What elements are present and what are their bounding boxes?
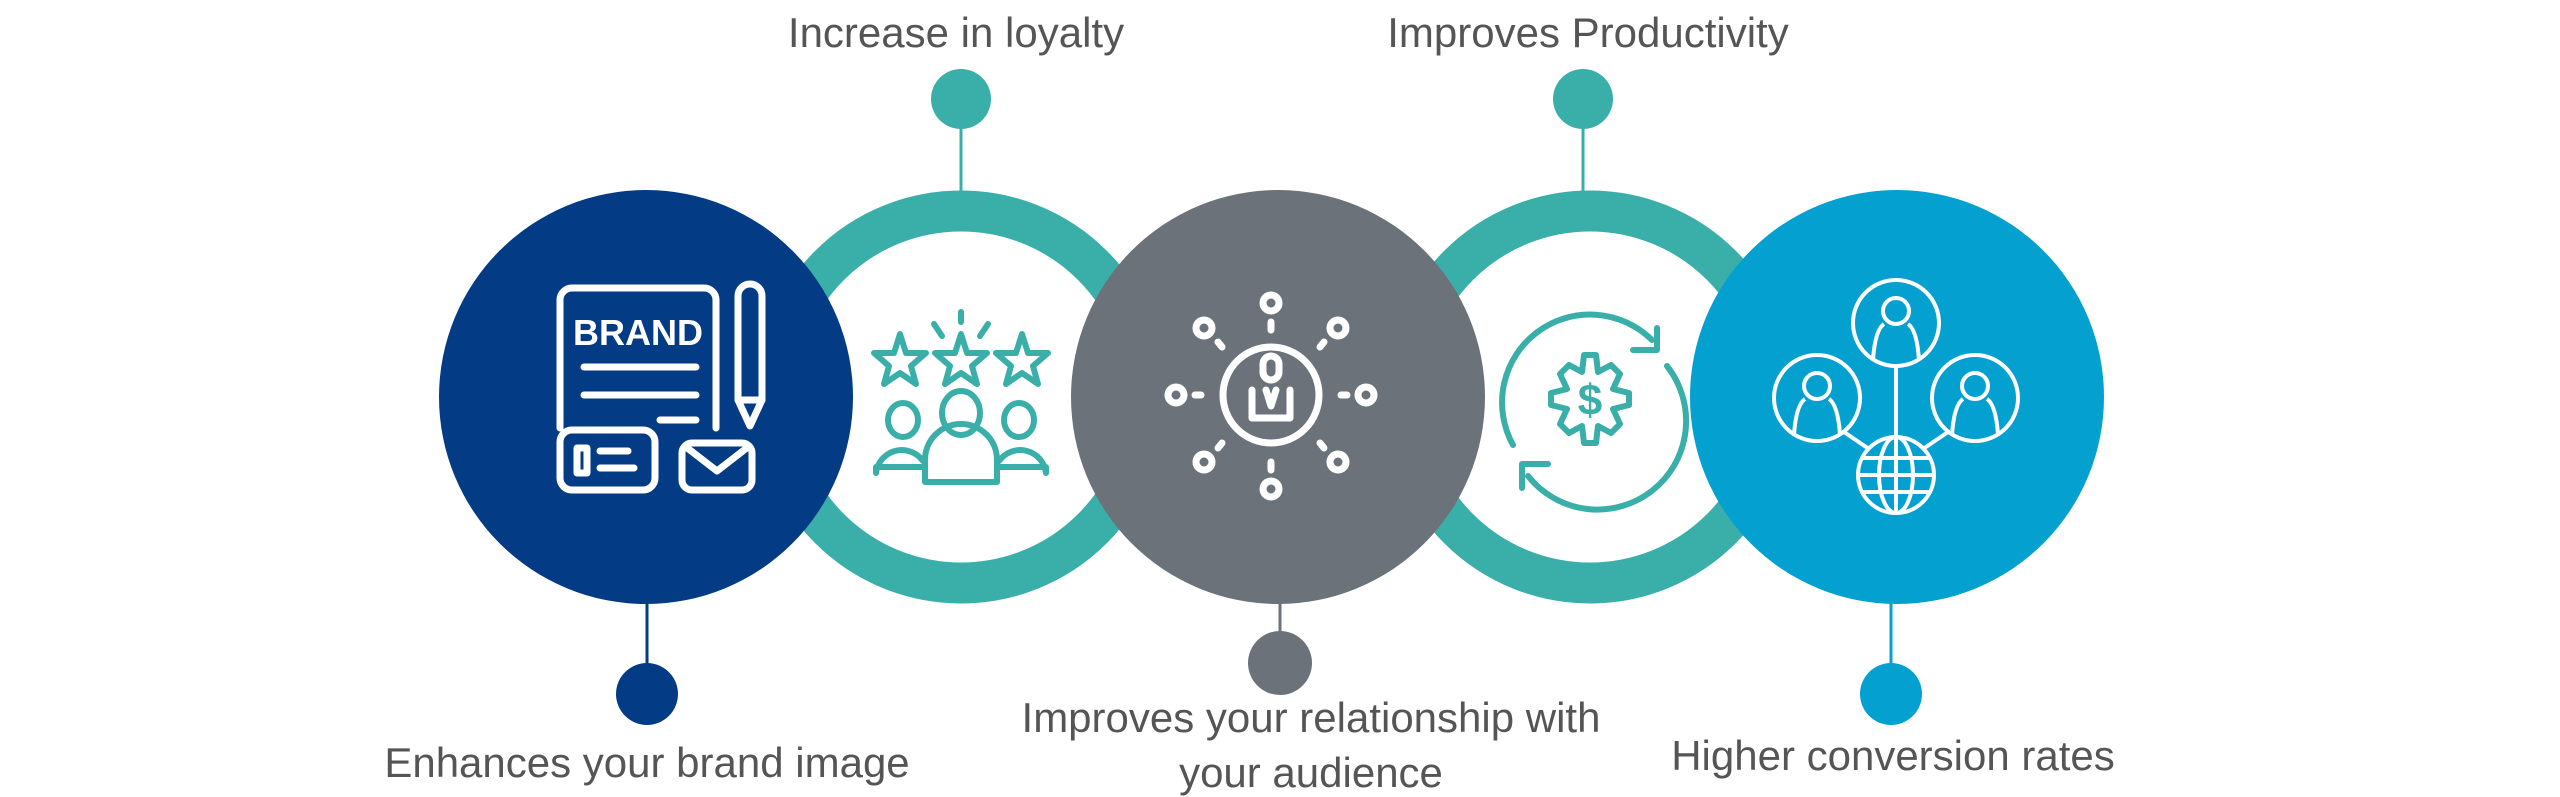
- network-person-icon: [1164, 291, 1378, 501]
- marker-dot-3: [1248, 631, 1312, 695]
- label-increase-loyalty: Increase in loyalty: [788, 9, 1124, 56]
- brand-icon-text: BRAND: [573, 312, 703, 353]
- marker-dot-1: [616, 663, 678, 725]
- gear-dollar-cycle-icon: $: [1499, 311, 1690, 513]
- rated-people-icon: [871, 309, 1051, 485]
- marker-dot-4: [1553, 69, 1613, 129]
- brand-icon: BRAND: [556, 280, 766, 494]
- label-enhances-brand-image: Enhances your brand image: [384, 739, 909, 786]
- label-improves-relationship-line2: your audience: [1179, 749, 1443, 796]
- label-improves-productivity: Improves Productivity: [1387, 9, 1788, 56]
- label-improves-relationship-line1: Improves your relationship with: [1022, 694, 1601, 741]
- marker-dot-5: [1860, 663, 1922, 725]
- label-higher-conversion-rates: Higher conversion rates: [1671, 732, 2115, 779]
- marker-dot-2: [931, 69, 991, 129]
- global-people-icon: [1772, 278, 2020, 515]
- svg-text:$: $: [1578, 376, 1602, 425]
- circle-step-3: [1071, 190, 1485, 604]
